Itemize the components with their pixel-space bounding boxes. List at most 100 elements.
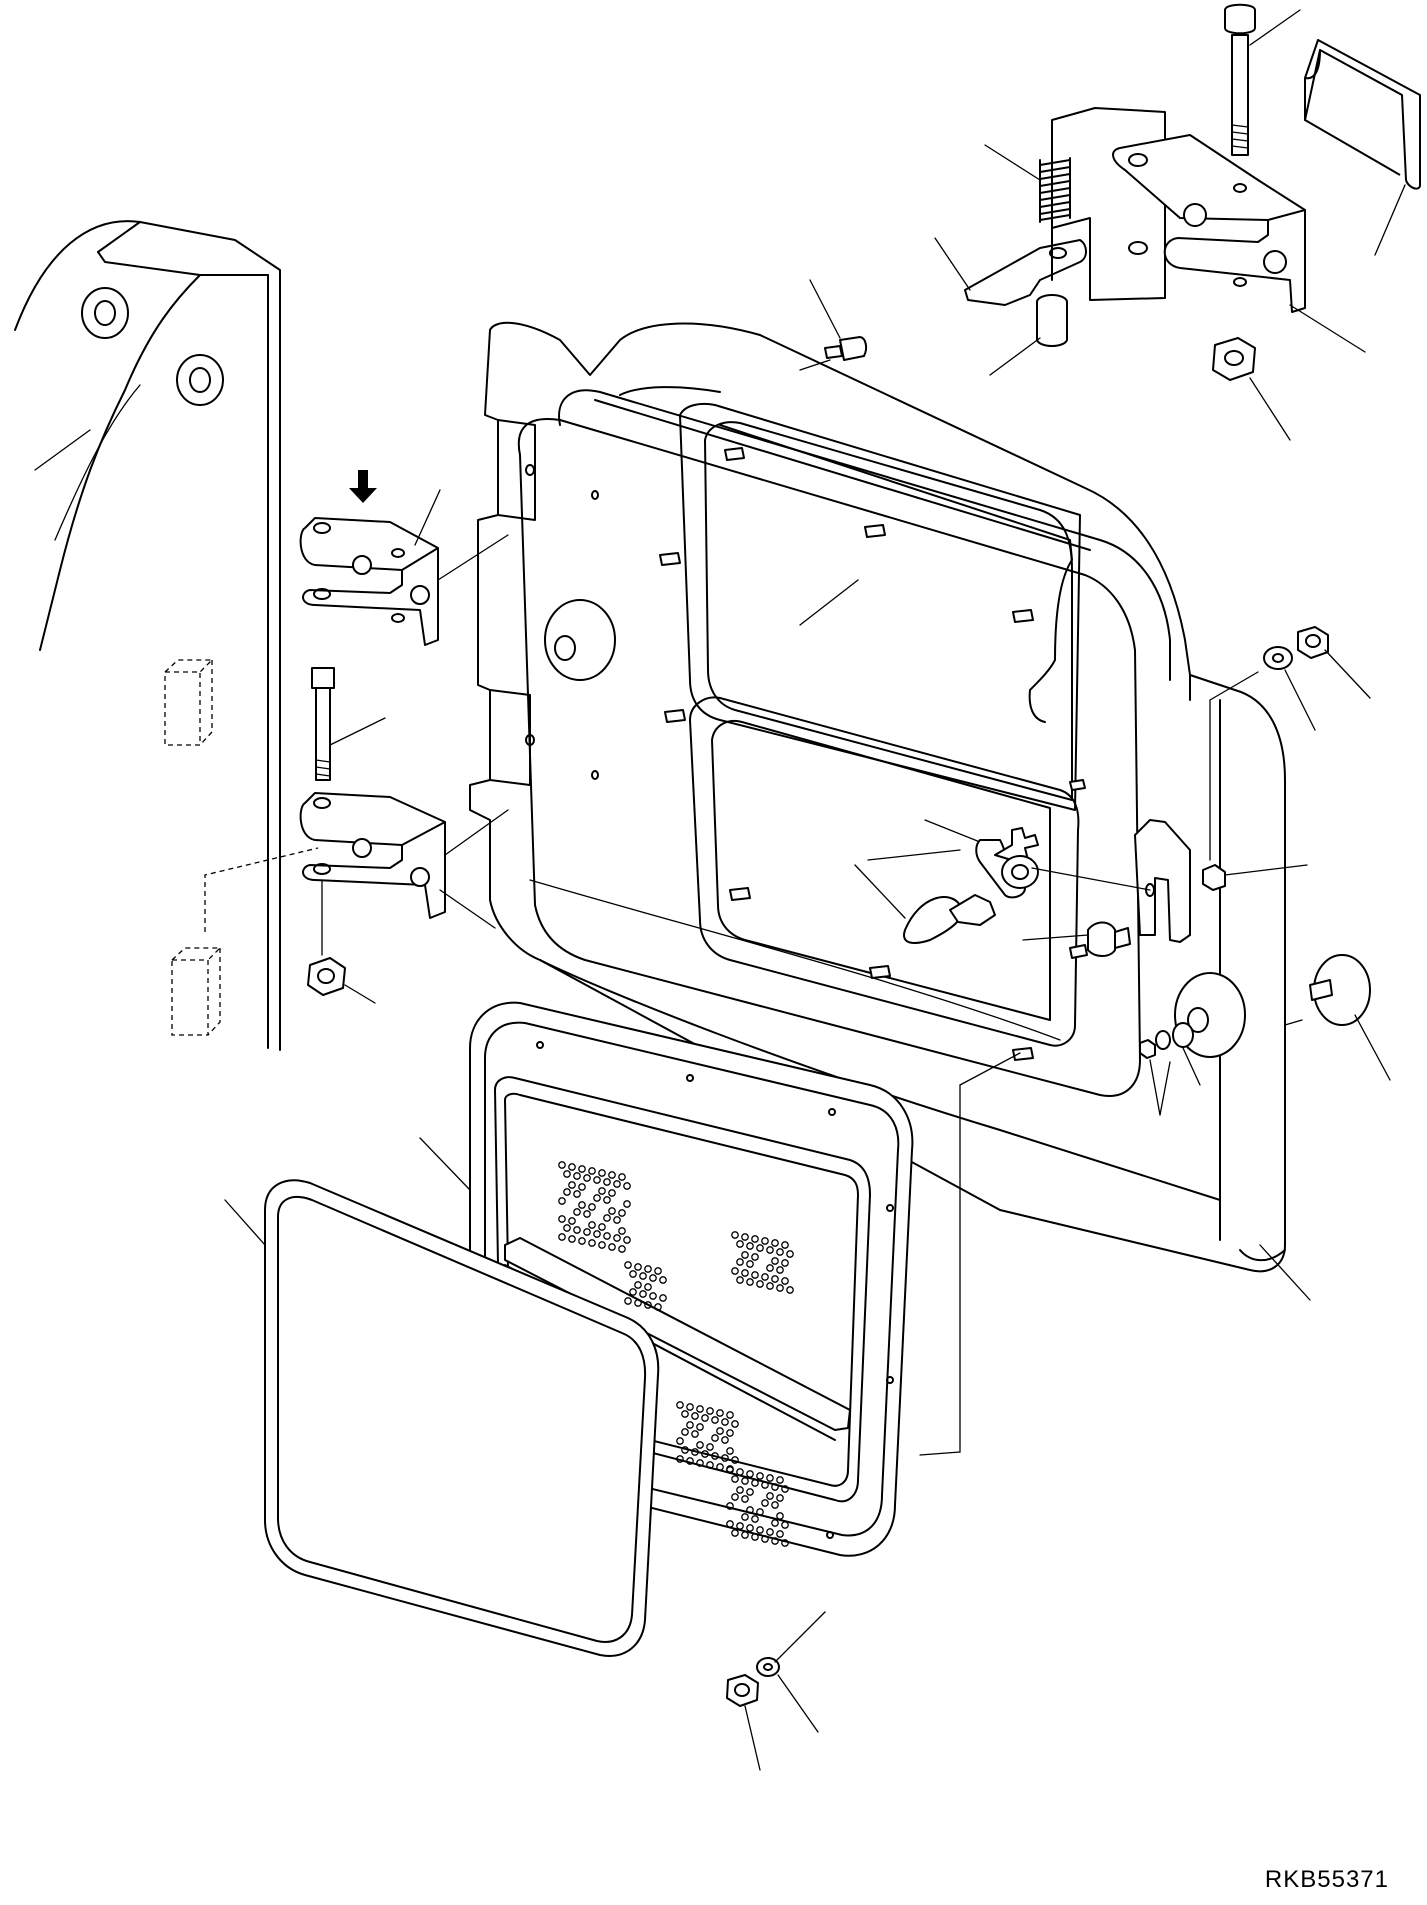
perforation-hole <box>574 1227 580 1233</box>
perforation-hole <box>757 1527 763 1533</box>
perforation-hole <box>574 1209 580 1215</box>
perforation-hole <box>712 1453 718 1459</box>
perforation-hole <box>559 1234 565 1240</box>
perforation-hole <box>782 1522 788 1528</box>
door-handle-lever <box>855 865 995 943</box>
perforation-hole <box>579 1202 585 1208</box>
perforation-hole <box>559 1198 565 1204</box>
spacer-block-lower <box>172 848 318 1035</box>
door-stopper <box>1023 923 1130 959</box>
perforation-hole <box>777 1531 783 1537</box>
perforation-hole <box>782 1242 788 1248</box>
perforation-hole <box>594 1231 600 1237</box>
cap-plug <box>1310 955 1390 1080</box>
perforation-hole <box>752 1272 758 1278</box>
perforation-hole <box>604 1197 610 1203</box>
perforation-hole <box>767 1247 773 1253</box>
latch-bushing <box>990 295 1067 375</box>
panel-screw-top <box>810 280 866 360</box>
perforation-hole <box>604 1233 610 1239</box>
perforation-hole <box>762 1536 768 1542</box>
perforation-hole <box>752 1236 758 1242</box>
right-washer-top <box>1264 647 1315 730</box>
window-washer <box>757 1612 825 1732</box>
perforation-hole <box>599 1242 605 1248</box>
perforation-hole <box>737 1523 743 1529</box>
perforation-hole <box>747 1489 753 1495</box>
perforation-hole <box>559 1216 565 1222</box>
perforation-hole <box>777 1249 783 1255</box>
perforation-hole <box>619 1246 625 1252</box>
perforation-hole <box>767 1475 773 1481</box>
perforation-hole <box>767 1283 773 1289</box>
perforation-hole <box>677 1438 683 1444</box>
perforation-hole <box>722 1419 728 1425</box>
perforation-hole <box>737 1487 743 1493</box>
perforation-hole <box>609 1172 615 1178</box>
perforation-hole <box>569 1182 575 1188</box>
perforation-hole <box>782 1278 788 1284</box>
latch-plate-clip <box>1305 40 1420 255</box>
washer-right-small <box>1140 1023 1200 1115</box>
perforation-hole <box>732 1530 738 1536</box>
perforation-hole <box>589 1168 595 1174</box>
perforation-hole <box>692 1413 698 1419</box>
perforation-hole <box>614 1217 620 1223</box>
door-handle-washer <box>1002 856 1150 890</box>
perforation-hole <box>762 1482 768 1488</box>
perforation-hole <box>619 1228 625 1234</box>
perforation-hole <box>609 1208 615 1214</box>
perforation-hole <box>732 1494 738 1500</box>
perforation-hole <box>787 1251 793 1257</box>
perforation-hole <box>599 1170 605 1176</box>
perforation-hole <box>747 1261 753 1267</box>
perforation-hole <box>787 1287 793 1293</box>
perforation-hole <box>717 1410 723 1416</box>
perforation-hole <box>645 1302 651 1308</box>
perforation-hole <box>564 1225 570 1231</box>
perforation-hole <box>625 1298 631 1304</box>
perforation-hole <box>687 1422 693 1428</box>
perforation-hole <box>767 1529 773 1535</box>
perforation-hole <box>564 1171 570 1177</box>
perforation-hole <box>697 1460 703 1466</box>
latch-lever <box>935 238 1086 305</box>
perforation-hole <box>732 1268 738 1274</box>
perforation-hole <box>650 1275 656 1281</box>
perforation-hole <box>584 1175 590 1181</box>
perforation-hole <box>655 1268 661 1274</box>
perforation-hole <box>712 1417 718 1423</box>
hinge-bracket-lower <box>301 793 508 955</box>
perforation-hole <box>722 1455 728 1461</box>
perforation-hole <box>767 1493 773 1499</box>
perforation-hole <box>614 1181 620 1187</box>
perforation-hole <box>640 1291 646 1297</box>
perforation-hole <box>707 1408 713 1414</box>
perforation-hole <box>732 1476 738 1482</box>
perforation-hole <box>697 1442 703 1448</box>
perforation-hole <box>594 1195 600 1201</box>
perforation-hole <box>692 1449 698 1455</box>
perforation-hole <box>742 1496 748 1502</box>
perforation-hole <box>559 1162 565 1168</box>
perforation-hole <box>732 1232 738 1238</box>
right-nut-top <box>1298 627 1370 698</box>
perforation-hole <box>604 1179 610 1185</box>
perforation-hole <box>772 1276 778 1282</box>
perforation-hole <box>762 1500 768 1506</box>
perforation-hole <box>707 1444 713 1450</box>
perforation-hole <box>782 1540 788 1546</box>
perforation-hole <box>687 1404 693 1410</box>
perforation-hole <box>757 1473 763 1479</box>
perforation-hole <box>635 1300 641 1306</box>
perforation-hole <box>692 1431 698 1437</box>
perforation-hole <box>752 1254 758 1260</box>
window-seal <box>225 1180 658 1656</box>
perforation-hole <box>742 1270 748 1276</box>
perforation-hole <box>732 1457 738 1463</box>
perforation-hole <box>564 1189 570 1195</box>
latch-spring <box>985 145 1070 222</box>
perforation-hole <box>757 1509 763 1515</box>
perforation-hole <box>660 1277 666 1283</box>
